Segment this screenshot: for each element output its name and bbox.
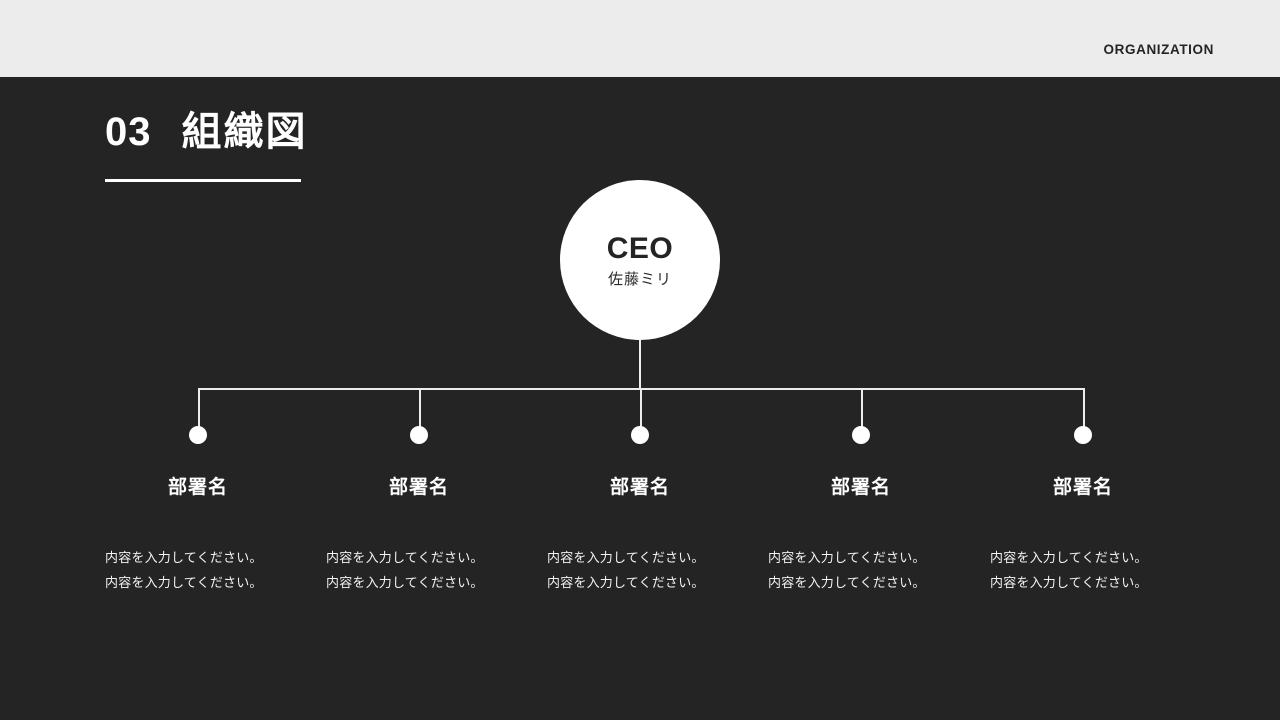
org-node-dot-2[interactable] xyxy=(410,426,428,444)
department-description-1-line-1: 内容を入力してください。 xyxy=(105,550,263,565)
ceo-role-label: CEO xyxy=(606,231,674,265)
department-description-4-line-1: 内容を入力してください。 xyxy=(768,550,926,565)
org-node-dot-5[interactable] xyxy=(1074,426,1092,444)
ceo-person-name: 佐藤ミリ xyxy=(607,270,672,288)
org-node-ceo[interactable]: CEO 佐藤ミリ xyxy=(560,180,720,340)
department-description-5: 内容を入力してください。 内容を入力してください。 xyxy=(990,546,1190,595)
department-description-2-line-1: 内容を入力してください。 xyxy=(326,550,484,565)
department-description-1: 内容を入力してください。 内容を入力してください。 xyxy=(105,546,305,595)
department-description-3-line-1: 内容を入力してください。 xyxy=(547,550,705,565)
title-text: 組織図 xyxy=(181,110,308,154)
connector-branch-2 xyxy=(419,388,421,435)
department-description-1-line-2: 内容を入力してください。 xyxy=(105,574,263,590)
department-name-3: 部署名 xyxy=(609,477,670,498)
department-description-3: 内容を入力してください。 内容を入力してください。 xyxy=(547,546,747,595)
connector-stem-vertical xyxy=(639,340,641,388)
department-name-1: 部署名 xyxy=(167,477,228,498)
department-description-3-line-2: 内容を入力してください。 xyxy=(547,574,705,590)
department-description-4: 内容を入力してください。 内容を入力してください。 xyxy=(768,546,968,595)
title-number: 03 xyxy=(105,110,152,154)
department-description-5-line-2: 内容を入力してください。 xyxy=(990,574,1148,590)
department-description-2: 内容を入力してください。 内容を入力してください。 xyxy=(326,546,526,595)
org-node-dot-1[interactable] xyxy=(189,426,207,444)
connector-branch-4 xyxy=(861,388,863,435)
connector-branch-1 xyxy=(198,388,200,435)
department-name-5: 部署名 xyxy=(1052,477,1113,498)
title-underline xyxy=(105,179,301,182)
connector-branch-3 xyxy=(640,388,642,435)
department-name-2: 部署名 xyxy=(388,477,449,498)
org-node-dot-3[interactable] xyxy=(631,426,649,444)
department-name-4: 部署名 xyxy=(830,477,891,498)
header-section-label: ORGANIZATION xyxy=(1103,42,1214,57)
page-title: 03 組織図 xyxy=(105,112,308,152)
connector-branch-5 xyxy=(1083,388,1085,435)
org-node-dot-4[interactable] xyxy=(852,426,870,444)
department-description-2-line-2: 内容を入力してください。 xyxy=(326,574,484,590)
department-description-5-line-1: 内容を入力してください。 xyxy=(990,550,1148,565)
department-description-4-line-2: 内容を入力してください。 xyxy=(768,574,926,590)
header-bar: ORGANIZATION xyxy=(0,0,1280,77)
